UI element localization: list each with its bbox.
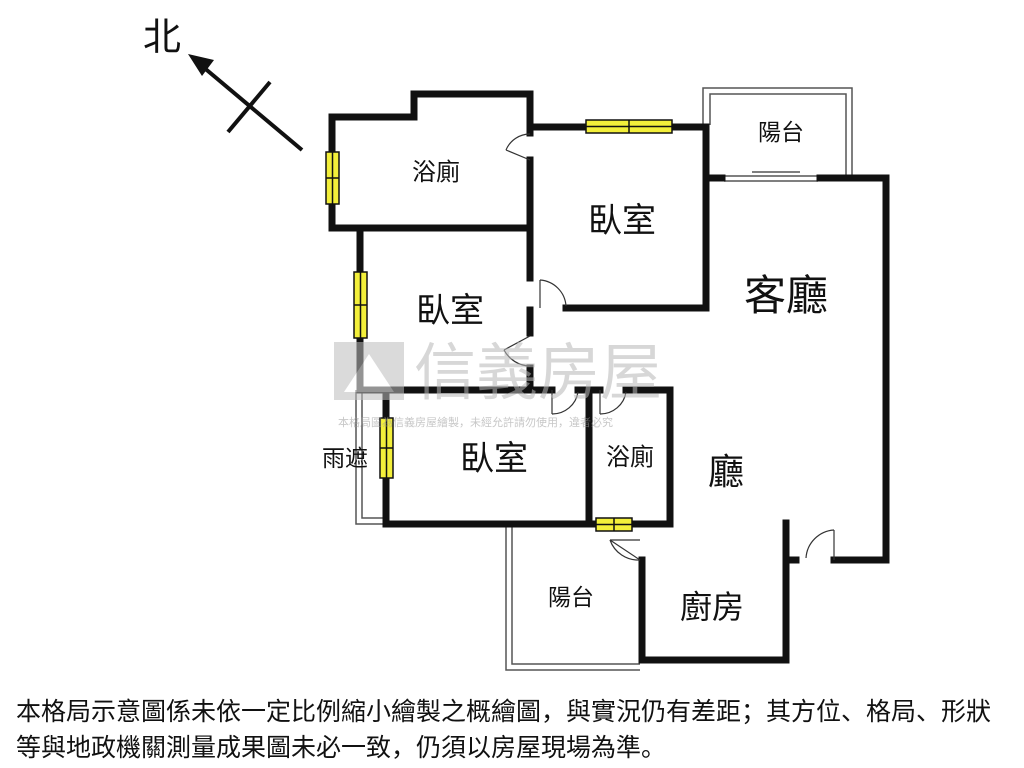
disclaimer-text: 本格局示意圖係未依一定比例縮小繪製之概繪圖，與實況仍有差距；其方位、格局、形狀等… (16, 697, 992, 762)
watermark-notice: 本格局圖為信義房屋繪製，未經允許請勿使用，違者必究 (338, 415, 613, 429)
compass: 北 (143, 15, 304, 152)
balcony-top-outline (702, 87, 853, 176)
canopy-outline (361, 390, 384, 519)
doors (503, 133, 835, 561)
windows (325, 119, 673, 532)
label-bedroom-1: 臥室 (588, 201, 656, 241)
room-labels: 浴廁 臥室 陽台 客廳 臥室 臥室 浴廁 廳 雨遮 陽台 廚房 (322, 120, 828, 626)
watermark: 信義房屋 本格局圖為信義房屋繪製，未經允許請勿使用，違者必究 (334, 336, 662, 429)
label-living-room: 客廳 (744, 271, 828, 320)
window-bedroom1-top (585, 119, 673, 134)
walls (328, 90, 890, 664)
door-balcony-bottom (609, 539, 641, 561)
wall-bath-top (328, 90, 534, 137)
door-bedroom2 (503, 335, 531, 367)
label-kitchen: 廚房 (680, 588, 744, 626)
compass-cross-bar (226, 80, 272, 134)
label-bath-1: 浴廁 (412, 158, 460, 186)
thin-outlines (355, 87, 853, 671)
watermark-brand: 信義房屋 (414, 336, 662, 409)
canopy-outline-inner (355, 390, 384, 525)
door-bath1 (505, 133, 531, 161)
label-bath-2: 浴廁 (606, 443, 654, 471)
sliding-door-balcony (724, 171, 818, 182)
window-bedroom2-left (353, 271, 368, 339)
label-bedroom-3: 臥室 (460, 439, 528, 479)
balcony-top-outline-inner (709, 93, 847, 176)
floor-plan: 北 (143, 15, 890, 671)
window-bedroom3-left (379, 417, 394, 479)
door-bedroom3 (551, 390, 579, 415)
label-canopy: 雨遮 (322, 446, 368, 472)
compass-north-label: 北 (143, 15, 181, 59)
door-entrance (805, 529, 835, 560)
watermark-logo (334, 342, 404, 400)
balcony-bottom-outline-inner (505, 524, 640, 671)
window-bath1-left (325, 151, 340, 205)
compass-arrow-head (188, 54, 214, 76)
label-balcony-2: 陽台 (548, 585, 594, 611)
door-bedroom1 (539, 279, 567, 308)
window-bath2-bottom (595, 517, 633, 532)
balcony-bottom-outline (511, 524, 640, 665)
label-balcony-1: 陽台 (758, 120, 804, 146)
door-bath2 (599, 390, 627, 415)
label-hall: 廳 (708, 452, 744, 493)
label-bedroom-2: 臥室 (416, 291, 484, 331)
compass-arrow-shaft (200, 64, 304, 152)
